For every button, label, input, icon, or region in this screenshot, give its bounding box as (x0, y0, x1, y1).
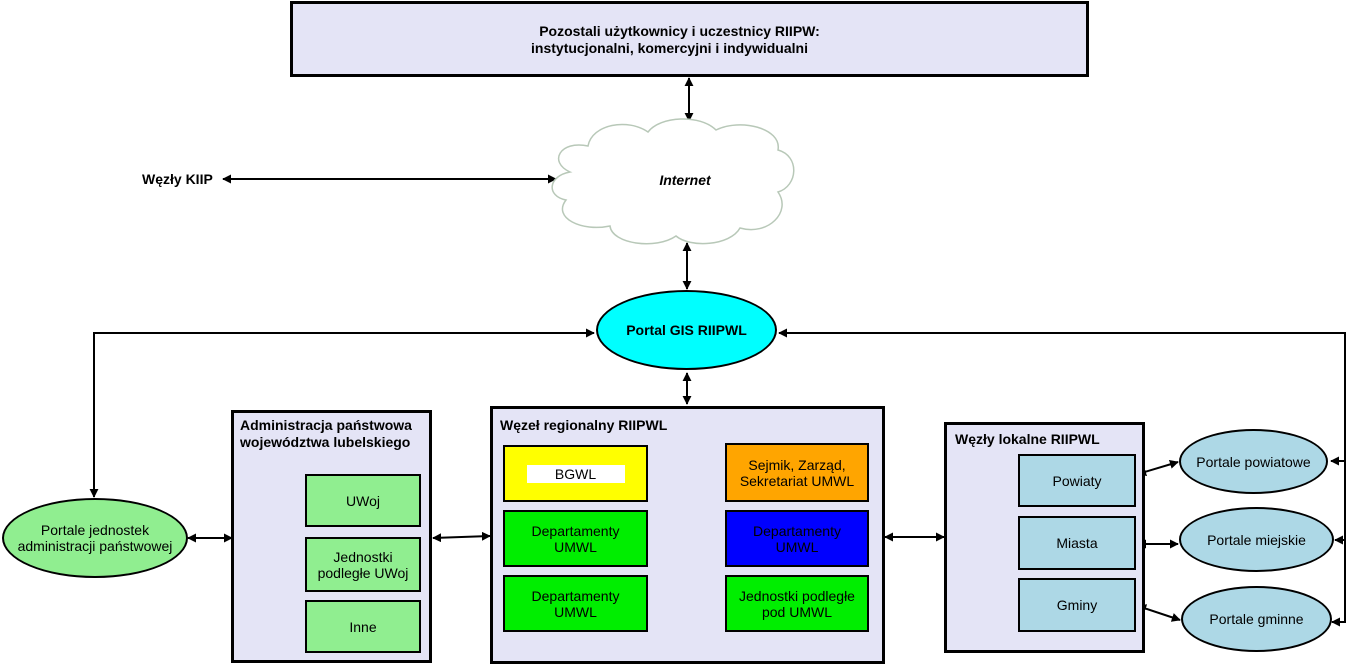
arrow-portal-left (89, 328, 595, 498)
top-users-box: Pozostali użytkownicy i uczestnicy RIIPW… (290, 1, 1089, 77)
internet-label: Internet (659, 172, 711, 188)
arrow-admin-regional (432, 531, 491, 543)
portal-miejskie-node: Portale miejskie (1179, 507, 1334, 572)
local-item-miasta: Miasta (1018, 516, 1136, 570)
admin-item-uwoj: UWoj (305, 474, 421, 527)
portal-gis-node: Portal GIS RIIPWL (596, 290, 777, 370)
dep-left-2: Departamenty UMWL (503, 575, 648, 632)
kiip-label: Węzły KIIP (142, 171, 213, 187)
internet-cloud (551, 118, 795, 245)
portal-gminne-node: Portale gminne (1181, 586, 1332, 652)
portale-jednostek-line1: Portale jednostek (40, 522, 150, 538)
portale-jednostek-line2: administracji państwowej (17, 538, 173, 554)
jednostki-um-box: Jednostki podległe pod UMWL (725, 575, 869, 632)
regional-panel-title: Węzeł regionalny RIIPWL (500, 417, 668, 433)
admin-item-jednostki: Jednostki podległe UWoj (305, 537, 421, 592)
sejmik-box: Sejmik, Zarząd, Sekretariat UMWL (725, 443, 869, 502)
bgwl-box: BGWL (503, 445, 648, 502)
local-panel-title: Węzły lokalne RIIPWL (955, 431, 1100, 447)
admin-title-line1: Administracja państwowa (240, 417, 412, 433)
local-item-gminy: Gminy (1018, 578, 1136, 632)
local-item-powiaty: Powiaty (1018, 454, 1136, 507)
bgwl-label: BGWL (526, 464, 625, 483)
top-box-line1: Pozostali użytkownicy i uczestnicy RIIPW… (539, 23, 820, 39)
dep-right-box: Departamenty UMWL (725, 510, 869, 567)
admin-item-inne: Inne (305, 600, 421, 653)
admin-title-line2: województwa lubelskiego (240, 434, 411, 450)
admin-panel-title: Administracja państwowa województwa lube… (240, 417, 412, 451)
portal-powiatowe-node: Portale powiatowe (1179, 429, 1328, 494)
portale-jednostek-node: Portale jednostek administracji państwow… (2, 498, 188, 578)
arrow-portal-right (778, 328, 1346, 627)
dep-left-1: Departamenty UMWL (503, 510, 648, 567)
top-box-line2: instytucjonalni, komercyjni i indywidual… (531, 40, 808, 56)
